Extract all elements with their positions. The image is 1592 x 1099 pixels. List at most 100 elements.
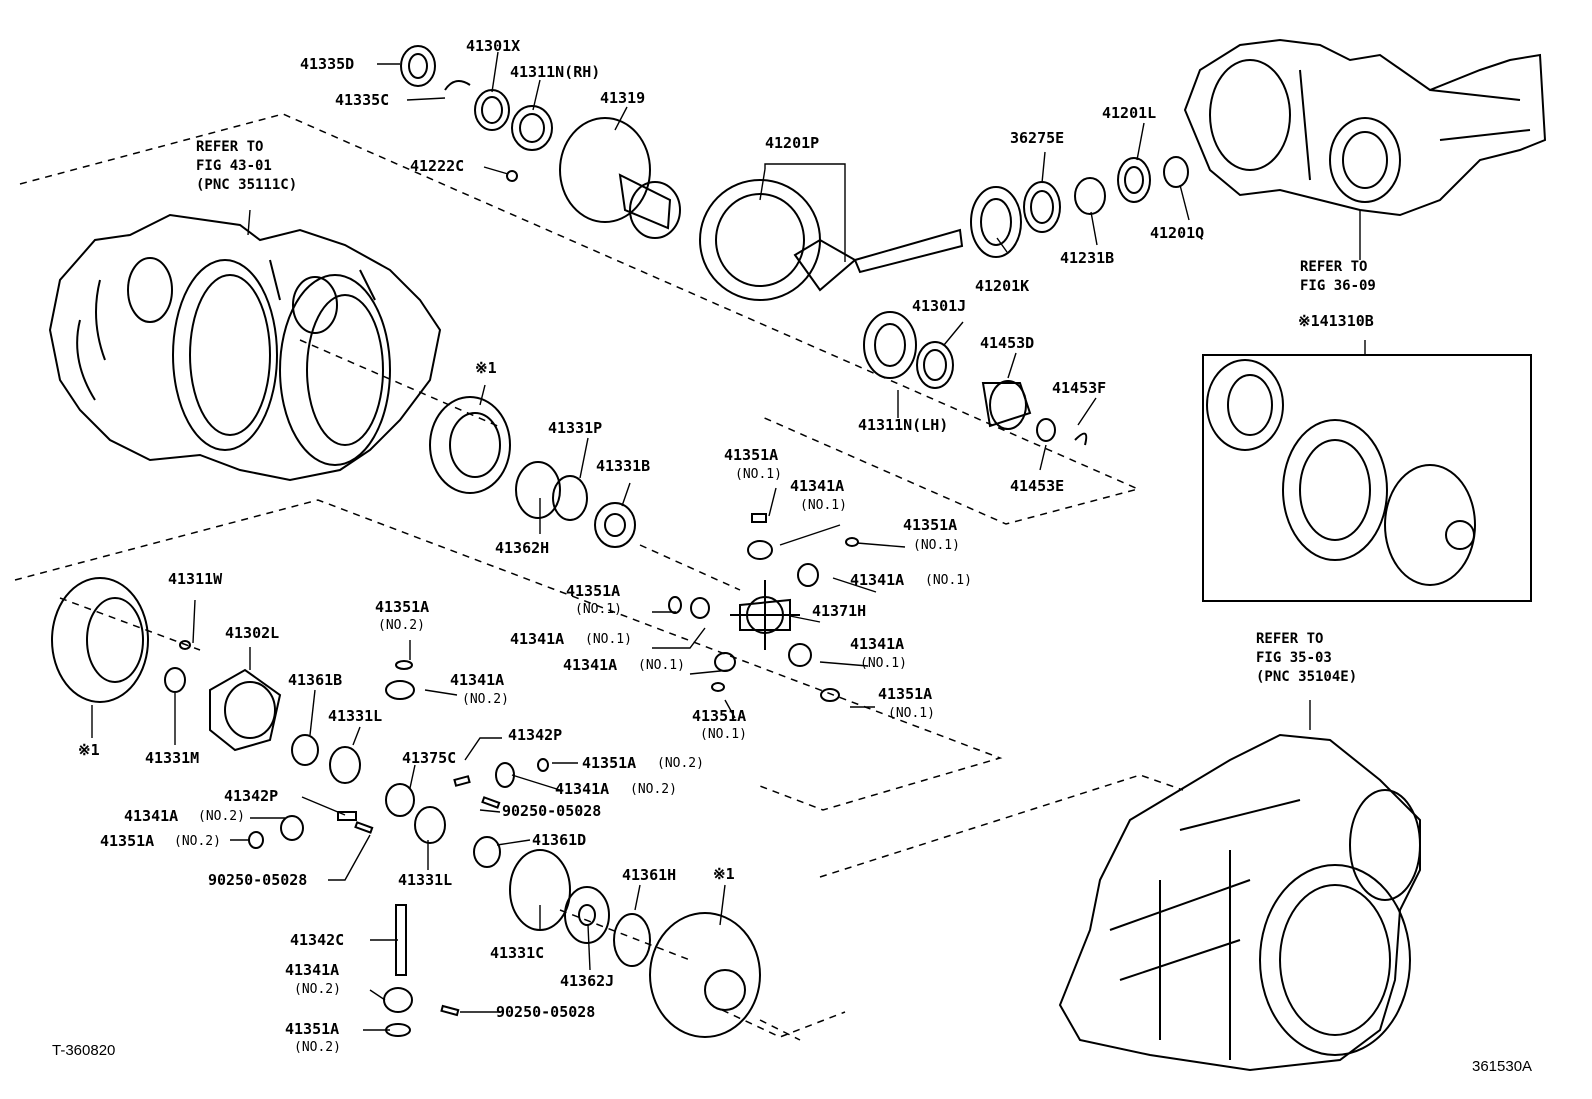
label-41351A-no2-top[interactable]: 41351A bbox=[375, 598, 430, 616]
sub-no1-i: (NO.1) bbox=[888, 706, 935, 721]
label-41341A-right[interactable]: 41341A bbox=[850, 571, 905, 589]
label-141310B[interactable]: ※141310B bbox=[1298, 312, 1374, 330]
label-41301J[interactable]: 41301J bbox=[912, 297, 967, 315]
label-41342P-upper[interactable]: 41342P bbox=[508, 726, 563, 744]
refer-note-fig-43-01[interactable]: REFER TO FIG 43-01 (PNC 35111C) bbox=[196, 138, 297, 195]
refer-note-fig-35-03[interactable]: REFER TO FIG 35-03 (PNC 35104E) bbox=[1256, 630, 1357, 687]
sub-no1-c: (NO.1) bbox=[913, 538, 960, 553]
label-41311W[interactable]: 41311W bbox=[168, 570, 223, 588]
sub-no1-j: (NO.1) bbox=[700, 727, 747, 742]
label-90250-05028-c[interactable]: 90250-05028 bbox=[496, 1003, 596, 1021]
diagram-code: T-360820 bbox=[52, 1042, 116, 1059]
label-90250-05028-b[interactable]: 90250-05028 bbox=[208, 871, 308, 889]
label-41331L-lower[interactable]: 41331L bbox=[398, 871, 453, 889]
label-41453F[interactable]: 41453F bbox=[1052, 379, 1107, 397]
bearings-lh bbox=[863, 311, 1088, 446]
label-41222C[interactable]: 41222C bbox=[410, 157, 465, 175]
label-41351A-right-lower[interactable]: 41351A bbox=[878, 685, 933, 703]
sub-no1-d: (NO.1) bbox=[925, 573, 972, 588]
label-41342C[interactable]: 41342C bbox=[290, 931, 345, 949]
label-41351A-no2-left[interactable]: 41351A bbox=[100, 832, 155, 850]
label-41319[interactable]: 41319 bbox=[600, 89, 646, 107]
label-41341A-no2-mid[interactable]: 41341A bbox=[555, 780, 610, 798]
label-41331P[interactable]: 41331P bbox=[548, 419, 603, 437]
label-41341A-no2-left[interactable]: 41341A bbox=[124, 807, 179, 825]
label-41351A-left[interactable]: 41351A bbox=[566, 582, 621, 600]
label-41341A-left-b[interactable]: 41341A bbox=[563, 656, 618, 674]
mark-1-left: ※1 bbox=[78, 741, 100, 759]
transfer-case-upper-right bbox=[1183, 38, 1547, 217]
label-41341A-upper[interactable]: 41341A bbox=[790, 477, 845, 495]
label-41201Q[interactable]: 41201Q bbox=[1150, 224, 1205, 242]
ring-gear-and-pinion bbox=[699, 179, 964, 301]
label-41361B[interactable]: 41361B bbox=[288, 671, 343, 689]
label-41331C[interactable]: 41331C bbox=[490, 944, 545, 962]
label-41335C[interactable]: 41335C bbox=[335, 91, 390, 109]
sub-no2-c: (NO.2) bbox=[657, 756, 704, 771]
label-41375C[interactable]: 41375C bbox=[402, 749, 457, 767]
sub-no2-g: (NO.2) bbox=[294, 982, 341, 997]
label-41453D[interactable]: 41453D bbox=[980, 334, 1035, 352]
label-41311N-LH[interactable]: 41311N(LH) bbox=[858, 416, 949, 434]
sub-no1-e: (NO.1) bbox=[575, 602, 622, 617]
sub-no2-b: (NO.2) bbox=[462, 692, 509, 707]
dashed-boundaries bbox=[14, 113, 1184, 1041]
label-90250-05028-a[interactable]: 90250-05028 bbox=[502, 802, 602, 820]
diff-bearing-assembly bbox=[429, 396, 636, 548]
label-41201K[interactable]: 41201K bbox=[975, 277, 1030, 295]
refer-note-fig-43-01-text: REFER TO FIG 43-01 (PNC 35111C) bbox=[196, 139, 298, 193]
label-41351A-no2-bottom[interactable]: 41351A bbox=[285, 1020, 340, 1038]
label-41311N-RH[interactable]: 41311N(RH) bbox=[510, 63, 601, 81]
label-41301X[interactable]: 41301X bbox=[466, 37, 521, 55]
sub-no2-e: (NO.2) bbox=[198, 809, 245, 824]
label-41341A-left-a[interactable]: 41341A bbox=[510, 630, 565, 648]
refer-note-fig-36-09[interactable]: REFER TO FIG 36-09 bbox=[1300, 258, 1376, 296]
label-41371H[interactable]: 41371H bbox=[812, 602, 867, 620]
label-41201P[interactable]: 41201P bbox=[765, 134, 820, 152]
label-41201L[interactable]: 41201L bbox=[1102, 104, 1157, 122]
inset-diff-assembly bbox=[1206, 359, 1476, 586]
differential-case bbox=[559, 117, 681, 239]
mark-1-upper: ※1 bbox=[475, 359, 497, 377]
label-41331M[interactable]: 41331M bbox=[145, 749, 200, 767]
sub-no1-h: (NO.1) bbox=[638, 658, 685, 673]
label-41453E[interactable]: 41453E bbox=[1010, 477, 1065, 495]
label-41361D[interactable]: 41361D bbox=[532, 831, 587, 849]
transaxle-case-lower-right bbox=[1058, 733, 1421, 1072]
refer-note-fig-36-09-text: REFER TO FIG 36-09 bbox=[1300, 259, 1376, 294]
label-41231B[interactable]: 41231B bbox=[1060, 249, 1115, 267]
refer-note-fig-35-03-text: REFER TO FIG 35-03 (PNC 35104E) bbox=[1256, 631, 1358, 685]
sub-no1-g: (NO.1) bbox=[860, 656, 907, 671]
label-41341A-right-lower[interactable]: 41341A bbox=[850, 635, 905, 653]
sub-no2-h: (NO.2) bbox=[294, 1040, 341, 1055]
label-41335D[interactable]: 41335D bbox=[300, 55, 355, 73]
sub-no2-a: (NO.2) bbox=[378, 618, 425, 633]
label-41351A-no2-mid[interactable]: 41351A bbox=[582, 754, 637, 772]
label-41351A-upper[interactable]: 41351A bbox=[724, 446, 779, 464]
pinion-gear-cluster bbox=[668, 513, 859, 702]
bearings-upper bbox=[400, 45, 1189, 258]
inset-frame bbox=[1202, 354, 1532, 602]
label-41331B[interactable]: 41331B bbox=[596, 457, 651, 475]
transaxle-case-left bbox=[48, 213, 442, 482]
sub-no1-b: (NO.1) bbox=[800, 498, 847, 513]
mark-1-lower: ※1 bbox=[713, 865, 735, 883]
label-41351A-right-upper[interactable]: 41351A bbox=[903, 516, 958, 534]
label-41361H[interactable]: 41361H bbox=[622, 866, 677, 884]
label-36275E[interactable]: 36275E bbox=[1010, 129, 1065, 147]
reference-code: 361530A bbox=[1472, 1058, 1533, 1075]
sub-no1-a: (NO.1) bbox=[735, 467, 782, 482]
label-41362J[interactable]: 41362J bbox=[560, 972, 615, 990]
label-41331L-upper[interactable]: 41331L bbox=[328, 707, 383, 725]
label-41342P-lower[interactable]: 41342P bbox=[224, 787, 279, 805]
sub-no2-d: (NO.2) bbox=[630, 782, 677, 797]
label-41341A-no2-bottom[interactable]: 41341A bbox=[285, 961, 340, 979]
label-41341A-no2-top[interactable]: 41341A bbox=[450, 671, 505, 689]
label-41362H[interactable]: 41362H bbox=[495, 539, 550, 557]
sub-no1-f: (NO.1) bbox=[585, 632, 632, 647]
lower-differential-parts bbox=[51, 577, 761, 1038]
label-41351A-bottom[interactable]: 41351A bbox=[692, 707, 747, 725]
label-41302L[interactable]: 41302L bbox=[225, 624, 280, 642]
